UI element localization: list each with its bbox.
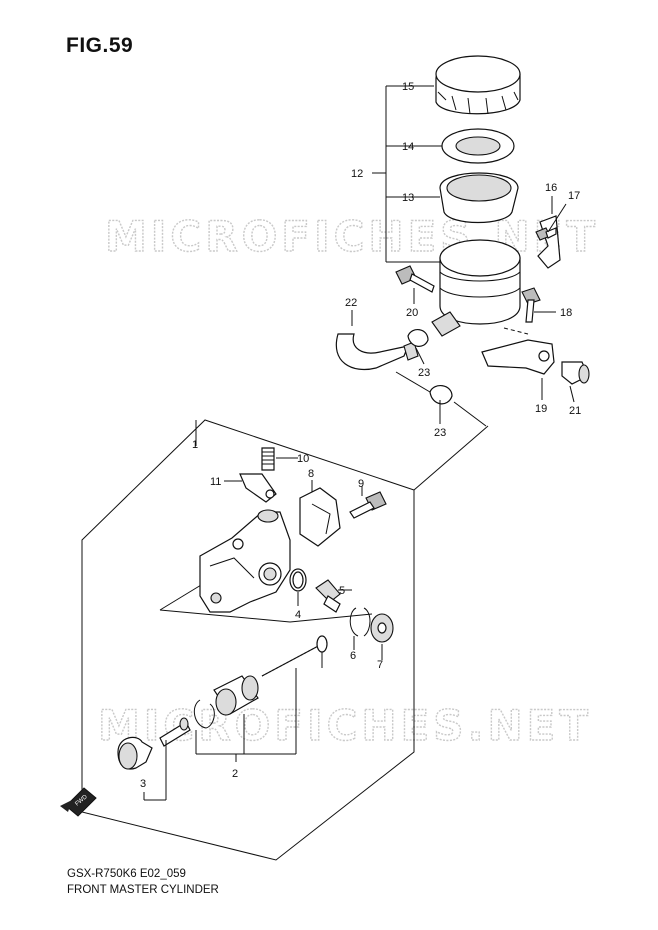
callout-23-upper: 23 (418, 367, 430, 379)
watermark-bottom: MICROFICHES.NET (98, 701, 592, 750)
clamp-bolt (349, 486, 387, 519)
callout-5: 5 (339, 585, 345, 597)
callout-22: 22 (345, 297, 357, 309)
bracket-plate-19 (481, 339, 555, 375)
callout-10: 10 (297, 453, 309, 465)
callout-14: 14 (402, 141, 414, 153)
dust-boot (370, 613, 394, 660)
callout-13: 13 (402, 192, 414, 204)
bleeder-cap (224, 473, 277, 503)
brake-light-switch (315, 579, 352, 613)
bolt-20 (395, 265, 435, 293)
callout-20: 20 (406, 307, 418, 319)
callout-15: 15 (402, 81, 414, 93)
watermark-top: MICROFICHES.NET (105, 212, 599, 261)
callout-19: 19 (535, 403, 547, 415)
piston-set-leader-lines (143, 652, 323, 801)
forward-arrow-icon: FWD (60, 787, 97, 817)
collar-21 (561, 361, 590, 385)
callout-1: 1 (192, 439, 198, 451)
callout-23-lower: 23 (434, 427, 446, 439)
callout-12: 12 (351, 168, 363, 180)
piston-circlip (193, 699, 215, 729)
handlebar-clamp (299, 480, 341, 547)
hose-clamp-upper (407, 329, 429, 347)
o-ring (289, 568, 307, 606)
figure-title: FIG.59 (66, 34, 134, 57)
callout-6: 6 (350, 650, 356, 662)
push-rod-boot (117, 736, 153, 770)
reservoir-cap (435, 55, 521, 115)
diaphragm-plate (441, 128, 515, 164)
diaphragm (439, 172, 519, 224)
bleeder-valve (261, 447, 298, 471)
callout-4: 4 (295, 609, 301, 621)
callout-3: 3 (140, 778, 146, 790)
reservoir-group-bracket (372, 85, 444, 263)
callout-7: 7 (377, 659, 383, 671)
master-cylinder-body (199, 509, 291, 613)
callout-8: 8 (308, 468, 314, 480)
piston-spring (261, 635, 328, 677)
circlip-6 (349, 607, 371, 650)
callout-9: 9 (358, 478, 364, 490)
screw-17 (535, 227, 557, 241)
diagram-title: FRONT MASTER CYLINDER (67, 884, 219, 896)
callout-2: 2 (232, 768, 238, 780)
callout-21: 21 (569, 405, 581, 417)
hose-clamp-lower (429, 385, 453, 405)
callout-11: 11 (210, 476, 221, 488)
reservoir-leader-lines (351, 196, 575, 427)
bolt-18 (521, 287, 541, 323)
assembly-outline (81, 419, 489, 861)
push-rod (159, 717, 191, 747)
callout-16: 16 (545, 182, 557, 194)
reservoir-tank (431, 239, 521, 337)
piston-cup (213, 675, 259, 716)
callout-17: 17 (568, 190, 580, 202)
callout-18: 18 (560, 307, 572, 319)
model-code: GSX-R750K6 E02_059 (67, 868, 186, 880)
reservoir-hose (335, 333, 419, 370)
